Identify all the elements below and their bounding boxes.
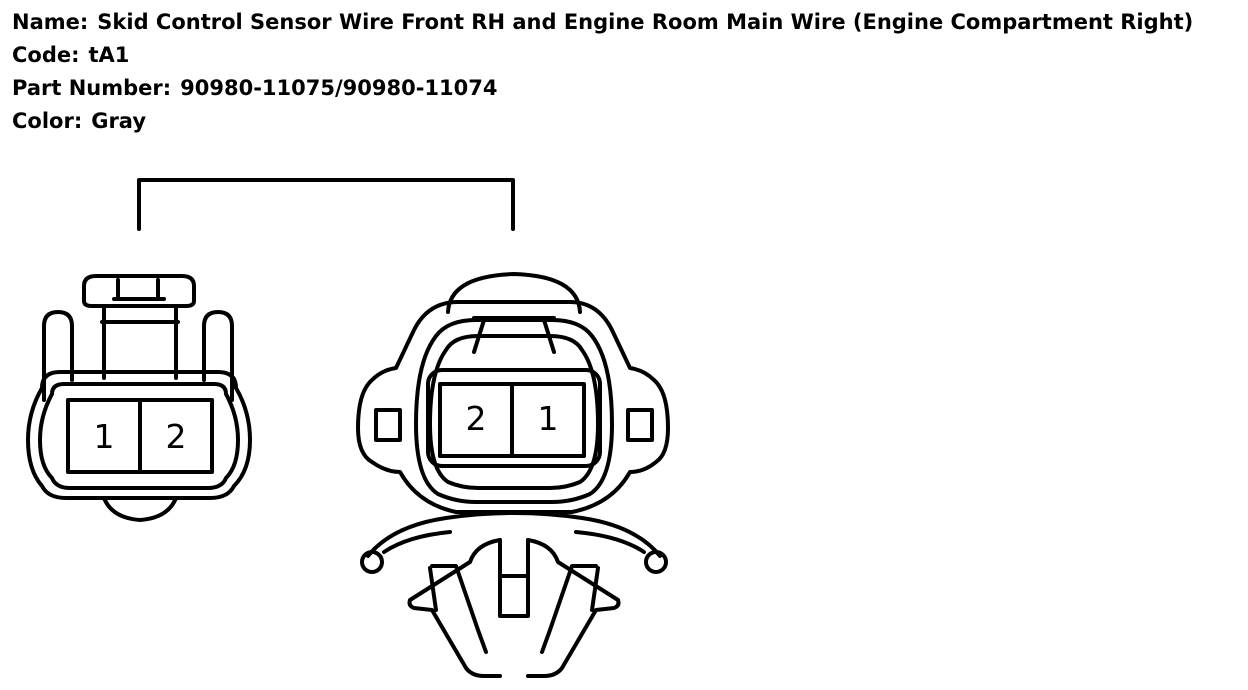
right-pin-cavity-1 xyxy=(510,382,586,458)
mating-bracket xyxy=(137,178,515,231)
left-housing-outer xyxy=(26,370,252,500)
left-housing-inner xyxy=(38,382,240,490)
name-value: Skid Control Sensor Wire Front RH and En… xyxy=(97,10,1194,34)
code-row: Code: tA1 xyxy=(12,39,1193,72)
right-housing-ring-2 xyxy=(428,334,600,490)
left-pin-number: 1 xyxy=(94,417,115,456)
right-side-tab-left xyxy=(374,408,402,442)
right-clip-wing-left xyxy=(407,538,502,678)
right-clip-arc-inner xyxy=(382,530,646,554)
left-pin-cavity-2 xyxy=(138,398,214,474)
code-value: tA1 xyxy=(88,43,130,67)
right-clip-wing-right-inner xyxy=(540,564,600,654)
right-housing-outer xyxy=(356,300,670,514)
right-side-tab-right xyxy=(626,408,654,442)
connector-info: Name: Skid Control Sensor Wire Front RH a… xyxy=(12,6,1193,138)
part-number-value: 90980-11075/90980-11074 xyxy=(180,76,498,100)
right-pin-number: 2 xyxy=(466,399,487,438)
left-side-rib-left xyxy=(42,310,74,402)
right-housing-ring-1 xyxy=(414,318,614,504)
right-lock-cap xyxy=(446,272,582,314)
right-clip-end-right xyxy=(644,550,668,574)
part-number-label: Part Number: xyxy=(12,76,172,100)
left-lock-tab xyxy=(82,274,196,308)
part-number-row: Part Number: 90980-11075/90980-11074 xyxy=(12,72,1193,105)
name-row: Name: Skid Control Sensor Wire Front RH a… xyxy=(12,6,1193,39)
right-clip-wing-left-inner xyxy=(428,564,488,654)
right-mating-frame xyxy=(426,368,602,468)
right-clip-wing-right xyxy=(526,538,621,678)
name-label: Name: xyxy=(12,10,89,34)
right-clip-stem xyxy=(498,538,530,618)
left-bottom-key xyxy=(102,496,178,522)
left-side-rib-right xyxy=(202,310,234,402)
right-clip-arc xyxy=(366,511,662,558)
right-connector xyxy=(356,272,670,678)
left-latch-body xyxy=(102,304,178,380)
right-pin-number: 1 xyxy=(538,399,559,438)
color-value: Gray xyxy=(91,109,147,133)
code-label: Code: xyxy=(12,43,80,67)
color-row: Color: Gray xyxy=(12,105,1193,138)
left-connector xyxy=(26,274,252,522)
left-pin-number: 2 xyxy=(166,417,187,456)
right-clip-end-left xyxy=(360,550,384,574)
color-label: Color: xyxy=(12,109,83,133)
